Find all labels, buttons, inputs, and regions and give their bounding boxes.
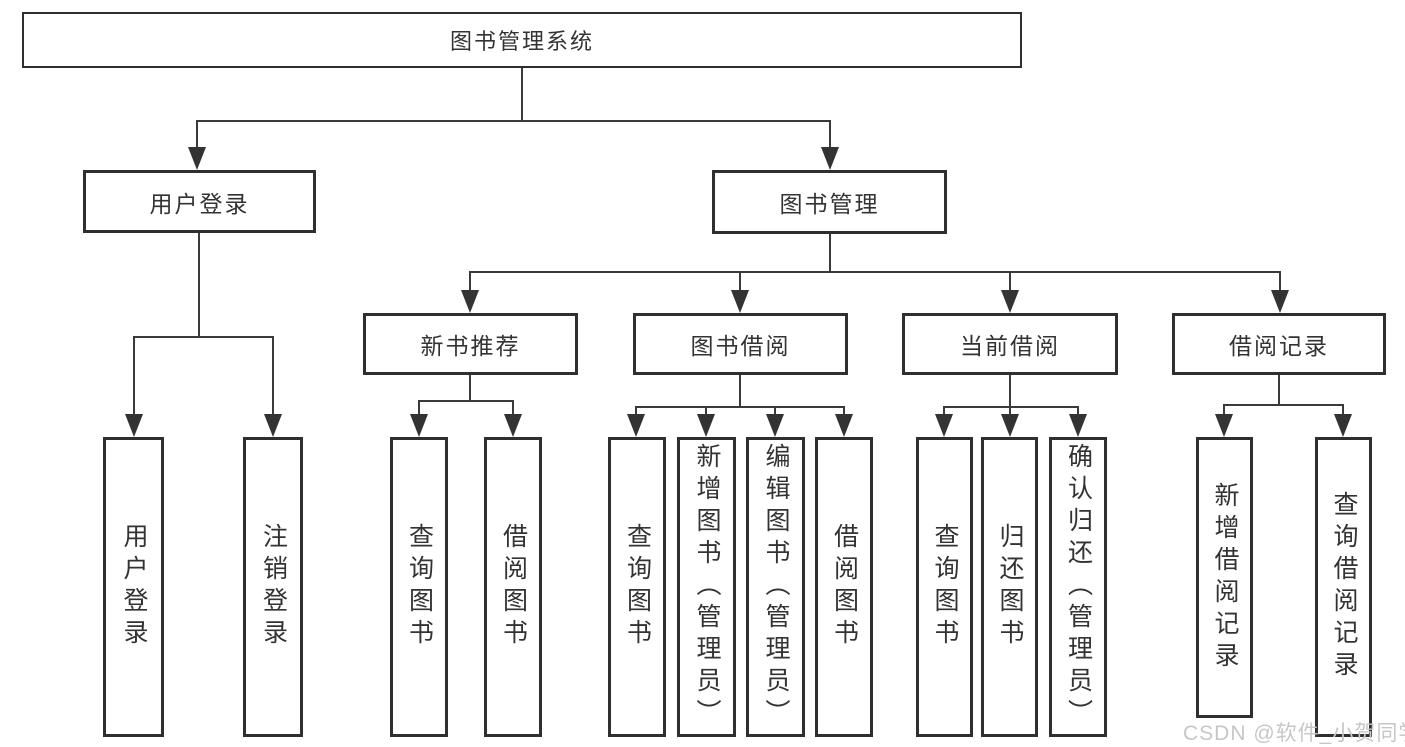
edge-book-borrow-stem <box>739 375 741 408</box>
arrow-down-icon <box>504 414 522 437</box>
edge-book-borrow-bus <box>635 406 845 408</box>
leaf-label: 查询图书 <box>931 523 959 651</box>
node-root: 图书管理系统 <box>22 12 1022 68</box>
edge-to-leaf <box>705 406 707 416</box>
arrow-down-icon <box>410 414 428 437</box>
arrow-down-icon <box>188 147 206 170</box>
leaf-confirm-return-admin: 确认归还（管理员） <box>1049 437 1107 737</box>
arrow-down-icon <box>1001 290 1019 313</box>
arrow-down-icon <box>731 290 749 313</box>
edge-to-leaf-user-login <box>133 336 135 416</box>
arrow-down-icon <box>1215 414 1233 437</box>
leaf-label: 查询借阅记录 <box>1330 491 1358 683</box>
edge-to-leaf <box>843 406 845 416</box>
leaf-return-book: 归还图书 <box>981 437 1038 737</box>
leaf-label: 确认归还（管理员） <box>1064 443 1093 731</box>
leaf-label: 新增借阅记录 <box>1211 481 1239 674</box>
arrow-down-icon <box>125 414 143 437</box>
edge-to-leaf <box>512 400 514 416</box>
csdn-watermark: CSDN @软件_小贺同学 <box>1183 722 1405 745</box>
node-user-login: 用户登录 <box>83 170 316 233</box>
leaf-query-book-2: 查询图书 <box>608 437 666 737</box>
edge-to-borrow-records <box>1279 271 1281 291</box>
edge-to-new-book-rec <box>469 271 471 291</box>
edge-root-stem <box>521 68 523 121</box>
leaf-logout: 注销登录 <box>243 437 303 737</box>
leaf-borrow-book-1: 借阅图书 <box>484 437 542 737</box>
leaf-borrow-book-2: 借阅图书 <box>815 437 873 737</box>
arrow-down-icon <box>697 414 715 437</box>
edge-root-to-user-login <box>196 120 198 150</box>
arrow-down-icon <box>835 414 853 437</box>
leaf-edit-book-admin: 编辑图书（管理员） <box>746 437 805 737</box>
edge-to-leaf <box>635 406 637 416</box>
leaf-label: 查询图书 <box>405 523 434 651</box>
edge-to-leaf <box>1342 404 1344 416</box>
node-book-borrow: 图书借阅 <box>633 313 848 375</box>
node-book-mgmt: 图书管理 <box>712 170 947 234</box>
edge-to-leaf <box>774 406 776 416</box>
leaf-label: 编辑图书（管理员） <box>762 443 790 731</box>
edge-to-leaf <box>418 400 420 416</box>
arrow-down-icon <box>461 290 479 313</box>
edge-to-leaf-logout <box>272 336 274 416</box>
leaf-user-login: 用户登录 <box>103 437 164 737</box>
leaf-add-book-admin: 新增图书（管理员） <box>677 437 736 737</box>
leaf-label: 借阅图书 <box>499 523 528 651</box>
edge-user-login-stem <box>198 233 200 338</box>
edge-current-borrow-stem <box>1009 375 1011 408</box>
arrow-down-icon <box>1069 414 1087 437</box>
node-new-book-rec: 新书推荐 <box>363 313 578 375</box>
arrow-down-icon <box>1271 290 1289 313</box>
leaf-label: 查询图书 <box>623 523 652 651</box>
leaf-label: 用户登录 <box>120 523 148 651</box>
arrow-down-icon <box>627 414 645 437</box>
leaf-query-book-3: 查询图书 <box>916 437 973 737</box>
edge-user-login-bus <box>133 336 274 338</box>
leaf-label: 新增图书（管理员） <box>693 443 721 731</box>
leaf-add-borrow-record: 新增借阅记录 <box>1196 437 1253 718</box>
edge-to-leaf <box>943 406 945 416</box>
leaf-label: 注销登录 <box>259 523 288 651</box>
edge-book-mgmt-stem <box>829 234 831 273</box>
edge-book-mgmt-bus <box>469 271 1281 273</box>
node-borrow-records: 借阅记录 <box>1172 313 1386 375</box>
edge-to-leaf <box>1077 406 1079 416</box>
arrow-down-icon <box>766 414 784 437</box>
arrow-down-icon <box>821 147 839 170</box>
edge-borrow-records-stem <box>1278 375 1280 406</box>
edge-to-leaf <box>1009 406 1011 416</box>
arrow-down-icon <box>1001 414 1019 437</box>
edge-new-book-rec-bus <box>418 400 514 402</box>
arrow-down-icon <box>1334 414 1352 437</box>
leaf-label: 借阅图书 <box>830 523 859 651</box>
edge-new-book-rec-stem <box>469 375 471 402</box>
edge-root-bus <box>196 120 831 122</box>
leaf-query-book-1: 查询图书 <box>390 437 448 737</box>
edge-root-to-book-mgmt <box>829 120 831 150</box>
leaf-query-borrow-record: 查询借阅记录 <box>1315 437 1372 737</box>
leaf-label: 归还图书 <box>996 523 1024 651</box>
arrow-down-icon <box>935 414 953 437</box>
node-current-borrow: 当前借阅 <box>902 313 1118 375</box>
arrow-down-icon <box>264 414 282 437</box>
edge-to-book-borrow <box>739 271 741 291</box>
edge-to-leaf <box>1223 404 1225 416</box>
edge-to-current-borrow <box>1009 271 1011 291</box>
edge-current-borrow-bus <box>943 406 1079 408</box>
edge-borrow-records-bus <box>1223 404 1344 406</box>
